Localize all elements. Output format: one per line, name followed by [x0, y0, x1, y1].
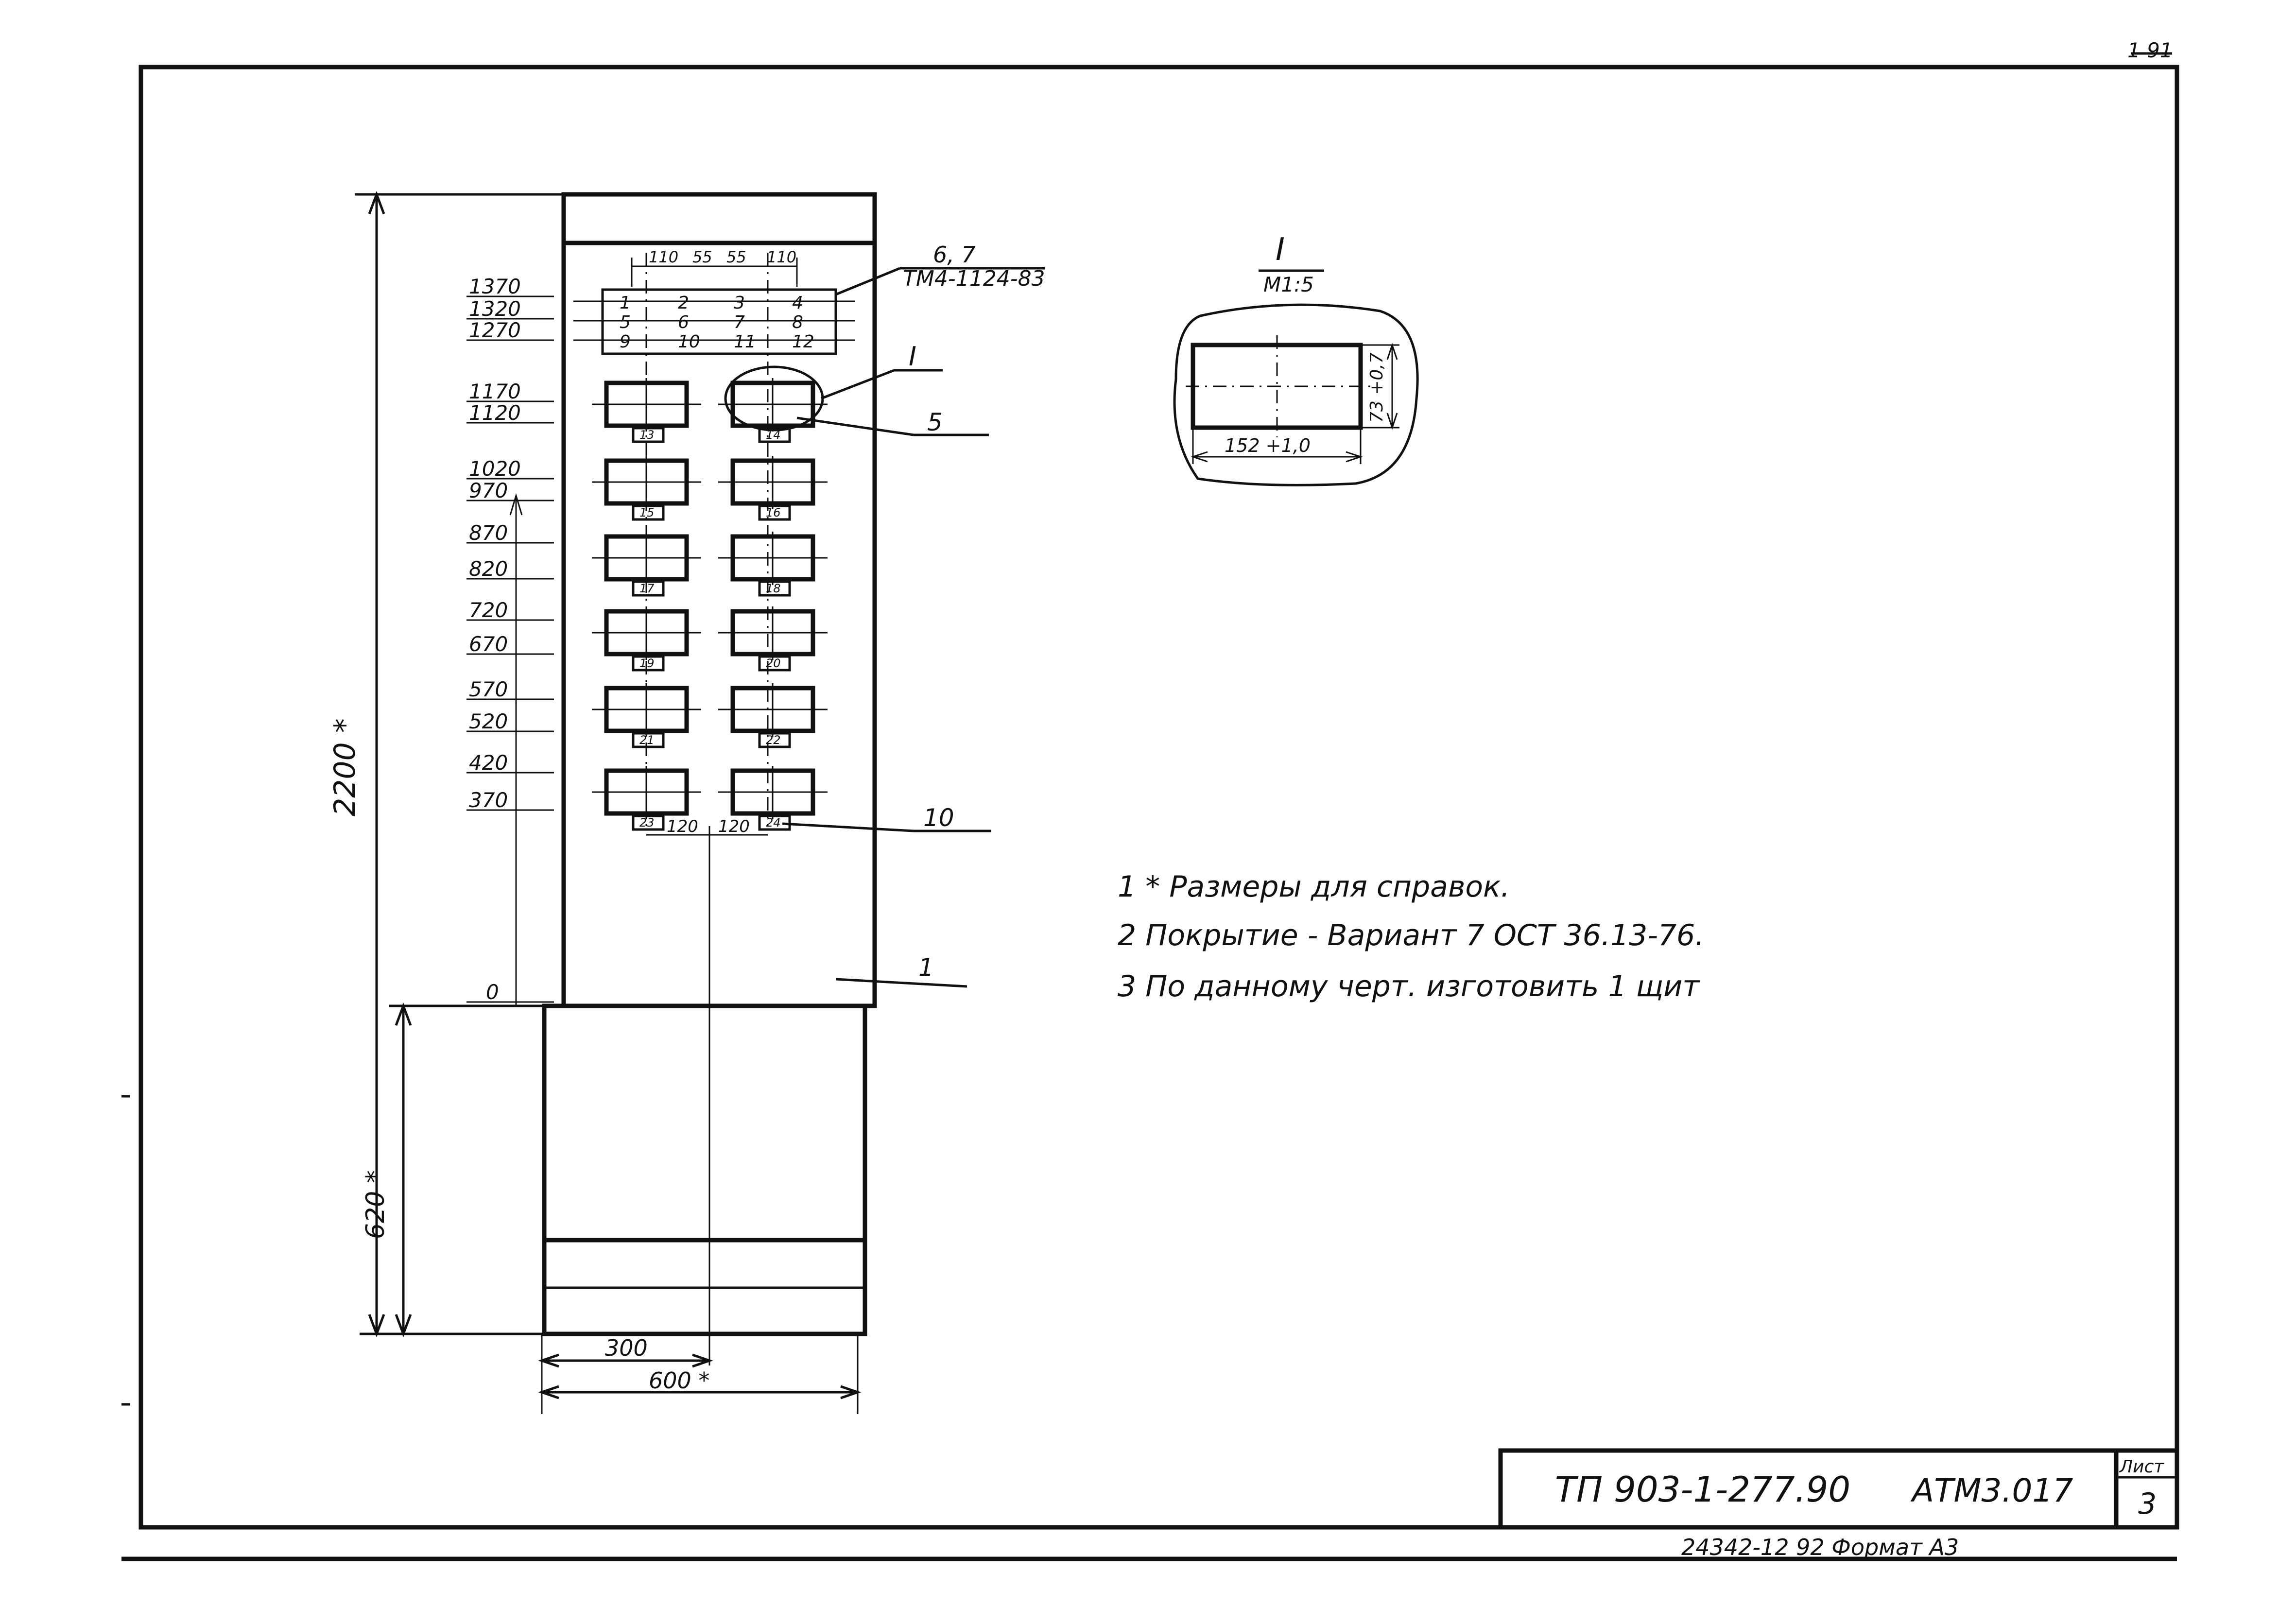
svg-text:5: 5 — [927, 408, 943, 436]
callout-panel-1: 1 — [835, 953, 967, 988]
terminal-label: 6 — [678, 312, 689, 332]
terminal-label: 7 — [734, 312, 745, 332]
terminal-header-ref: ТМ4-1124-83 — [903, 266, 1045, 291]
instrument-label: 22 — [766, 733, 781, 747]
instrument-label-plate — [632, 580, 665, 597]
dim-height-base: 620 * — [361, 1002, 569, 1338]
instrument-label-plate — [632, 732, 665, 748]
svg-text:600 *: 600 * — [649, 1367, 709, 1394]
bottom-spacing-right: 120 — [718, 817, 750, 836]
callout-instrument-5: 5 — [796, 408, 989, 436]
note-2: 2 Покрытие - Вариант 7 ОСТ 36.13-76. — [1118, 918, 1704, 952]
detail-width: 152 +1,0 — [1225, 435, 1311, 456]
terminal-label: 2 — [678, 293, 689, 313]
callout-detail-I: I — [724, 341, 943, 432]
svg-text:2200 *: 2200 * — [328, 718, 362, 816]
instrument-label-plate — [632, 814, 665, 831]
terminal-label: 10 — [678, 332, 700, 352]
terminal-label: 9 — [620, 332, 631, 352]
footer-stamp: 24342-12 92 Формат А3 — [1681, 1534, 1959, 1560]
level-mark: 820 — [469, 557, 508, 581]
instrument-label: 16 — [766, 506, 781, 519]
instrument-label: 21 — [639, 733, 655, 747]
bottom-spacing-left: 120 — [667, 817, 698, 836]
terminal-spacing-4: 110 — [767, 248, 796, 266]
terminal-label: 1 — [620, 293, 631, 313]
instrument-label-plate — [758, 814, 791, 831]
callout-label-plate-10: 10 — [782, 804, 991, 832]
level-mark: 420 — [469, 751, 508, 775]
level-mark: 1320 — [469, 297, 521, 321]
instrument-label: 19 — [639, 657, 655, 670]
svg-text:620 *: 620 * — [361, 1170, 390, 1239]
terminal-label: 12 — [792, 332, 814, 352]
instrument-label: 13 — [639, 428, 655, 442]
sheet-corner-mark: 1 91 — [2127, 38, 2173, 62]
detail-height: 73 +0,7 — [1367, 352, 1387, 423]
instrument-label-plate — [632, 655, 665, 672]
level-mark: 1020 — [469, 457, 521, 481]
terminal-label: 5 — [620, 312, 631, 332]
level-mark: 1170 — [469, 380, 521, 403]
terminal-label: 8 — [792, 312, 803, 332]
sheet-number: 3 — [2138, 1487, 2157, 1521]
instrument-label-plate — [758, 504, 791, 521]
instrument-label: 15 — [639, 506, 655, 519]
svg-text:300: 300 — [605, 1335, 648, 1361]
instrument-label-plate — [632, 504, 665, 521]
drawing-code: АТМ3.017 — [1910, 1472, 2073, 1509]
instrument-label: 18 — [766, 582, 781, 595]
instrument-label: 17 — [639, 582, 655, 595]
instrument-label: 24 — [766, 816, 781, 829]
terminal-spacing-3: 55 — [726, 248, 746, 266]
svg-text:1: 1 — [918, 953, 934, 982]
level-mark: 870 — [469, 521, 508, 545]
terminal-header-label: 6, 7 — [933, 242, 976, 268]
instrument-label-plate — [758, 732, 791, 748]
instrument-label-plate — [758, 655, 791, 672]
detail-view: I М1:5 152 +1,0 73 +0,7 — [1173, 232, 1419, 486]
detail-scale: М1:5 — [1263, 273, 1314, 296]
svg-text:10: 10 — [923, 804, 954, 832]
level-mark: 720 — [469, 598, 508, 622]
level-mark: 370 — [469, 788, 508, 812]
dim-width: 300 600 * — [538, 1334, 862, 1414]
instrument-label: 20 — [766, 657, 781, 670]
level-mark: 570 — [469, 677, 508, 701]
note-3: 3 По данному черт. изготовить 1 щит — [1118, 969, 1700, 1003]
terminal-label: 3 — [734, 293, 745, 313]
detail-title: I — [1276, 232, 1285, 268]
level-mark: 1370 — [469, 275, 521, 298]
title-block: ТП 903-1-277.90 АТМ3.017 Лист 3 24342-12… — [1498, 1448, 2179, 1560]
terminal-spacing-2: 55 — [692, 248, 712, 266]
level-mark: 670 — [469, 632, 508, 656]
instrument-label-plate — [758, 580, 791, 597]
sheet-frame — [138, 65, 2179, 1530]
instrument-label-plate — [758, 427, 791, 443]
dim-height-total: 2200 * — [328, 190, 569, 1338]
level-mark: 1270 — [469, 318, 521, 342]
terminal-label: 4 — [792, 293, 803, 313]
terminal-label: 11 — [734, 332, 756, 352]
sheet-label: Лист — [2119, 1457, 2164, 1477]
instrument-label-plate — [632, 427, 665, 443]
svg-text:I: I — [909, 341, 916, 372]
note-1: 1 * Размеры для справок. — [1118, 870, 1510, 904]
level-mark: 520 — [469, 709, 508, 733]
project-code: ТП 903-1-277.90 — [1555, 1469, 1850, 1510]
dim-zero-axis — [509, 493, 523, 1006]
instrument-label: 23 — [639, 816, 655, 829]
panel-outline — [542, 192, 877, 1365]
level-mark: 1120 — [469, 401, 521, 425]
level-mark: 0 — [486, 980, 499, 1004]
terminal-spacing-1: 110 — [649, 248, 678, 266]
level-mark: 970 — [469, 479, 508, 502]
